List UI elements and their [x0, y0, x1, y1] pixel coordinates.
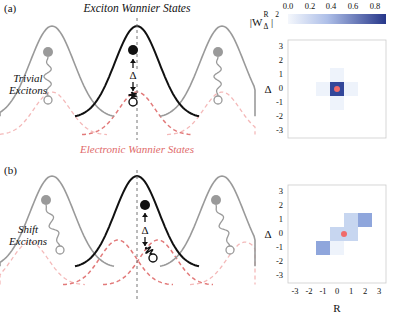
axis-label: 1 — [279, 70, 283, 79]
exciton-wannier-curve — [75, 26, 199, 116]
heatmap-frame — [288, 40, 386, 138]
electron-dot — [128, 45, 138, 55]
exciton-wannier-curve — [0, 26, 114, 116]
hole-circle — [44, 96, 52, 104]
axis-label: 2 — [279, 56, 283, 65]
hole-circle — [56, 246, 64, 254]
axis-label: Δ — [264, 228, 271, 240]
electronic-wannier-curve — [167, 92, 255, 135]
colorbar-tick: 0.8 — [370, 2, 381, 11]
exciton-spring — [46, 205, 60, 246]
center-line — [137, 170, 138, 300]
axis-label: 0 — [279, 84, 283, 93]
arrow-head — [130, 87, 136, 91]
colorbar-label: R — [263, 11, 268, 19]
electron-dot — [43, 47, 53, 57]
axis-label: -2 — [276, 112, 283, 121]
heatmap-cell — [330, 241, 344, 255]
colorbar — [288, 14, 386, 24]
exciton-spring — [146, 247, 153, 254]
arrow-head — [130, 59, 136, 63]
center-dot — [341, 231, 347, 237]
panel-letter: (b) — [4, 164, 17, 176]
arrow-head — [142, 213, 148, 217]
exciton-wannier-curve — [0, 176, 114, 266]
axis-label: -1 — [276, 98, 283, 107]
exciton-wannier-curve — [160, 176, 255, 266]
panel-letter: (a) — [4, 2, 16, 14]
heatmap-cell — [358, 213, 372, 227]
electron-dot — [41, 195, 51, 205]
delta-label: Δ — [128, 69, 137, 81]
arrow-head — [142, 242, 148, 246]
axis-label: 3 — [279, 42, 283, 51]
electronic-wannier-curve — [190, 242, 255, 285]
axis-label: 0 — [279, 229, 283, 238]
axis-label: 3 — [279, 187, 283, 196]
center-dot — [334, 86, 340, 92]
heatmap-cell — [330, 82, 344, 96]
heatmap-frame — [288, 185, 386, 283]
colorbar-tick: 0.0 — [283, 2, 294, 11]
row-title: Shift Excitons — [2, 223, 54, 247]
curve-label: Electronic Wannier States — [80, 143, 194, 155]
hole-circle — [129, 98, 137, 106]
exciton-spring — [216, 205, 230, 246]
heatmap-cell — [344, 82, 358, 96]
axis-label: R — [333, 302, 340, 314]
delta-label: Δ — [140, 224, 149, 236]
axis-label: -3 — [291, 287, 298, 296]
colorbar-label: Δ — [264, 23, 269, 31]
axis-label: -2 — [276, 257, 283, 266]
axis-label: 2 — [363, 287, 367, 296]
electron-dot — [211, 195, 221, 205]
heatmap-cell — [344, 213, 358, 227]
axis-label: -3 — [276, 126, 283, 135]
colorbar-label: |W — [250, 16, 263, 28]
axis-label: 3 — [377, 287, 381, 296]
panel-title: Exciton Wannier States — [84, 2, 191, 15]
exciton-spring — [129, 92, 136, 98]
axis-label: 0 — [335, 287, 339, 296]
axis-label: 1 — [349, 287, 353, 296]
illustration — [0, 18, 386, 300]
electron-dot — [213, 47, 223, 57]
colorbar-label: 2 — [275, 11, 279, 19]
electronic-wannier-curve — [103, 240, 213, 285]
colorbar-tick: 0.6 — [348, 2, 359, 11]
axis-label: -1 — [319, 287, 326, 296]
exciton-wannier-curve — [160, 26, 255, 116]
hole-circle — [226, 246, 234, 254]
row-title: Trivial Excitons — [2, 72, 54, 96]
hole-circle — [149, 254, 157, 262]
heatmap-cell — [330, 68, 344, 82]
heatmap-cell — [316, 82, 330, 96]
colorbar-label: | — [271, 16, 273, 28]
axis-label: -2 — [305, 287, 312, 296]
colorbar-tick: 0.4 — [326, 2, 337, 11]
exciton-spring — [214, 57, 221, 96]
axis-label: -1 — [276, 243, 283, 252]
electron-dot — [140, 200, 150, 210]
axis-label: 2 — [279, 201, 283, 210]
axis-label: Δ — [264, 83, 271, 95]
heatmap-cell — [316, 241, 330, 255]
axis-label: -3 — [276, 271, 283, 280]
heatmap-cell — [330, 96, 344, 110]
electronic-wannier-curve — [63, 240, 173, 285]
colorbar-tick: 0.2 — [305, 2, 316, 11]
axis-label: 1 — [279, 215, 283, 224]
hole-circle — [214, 96, 222, 104]
